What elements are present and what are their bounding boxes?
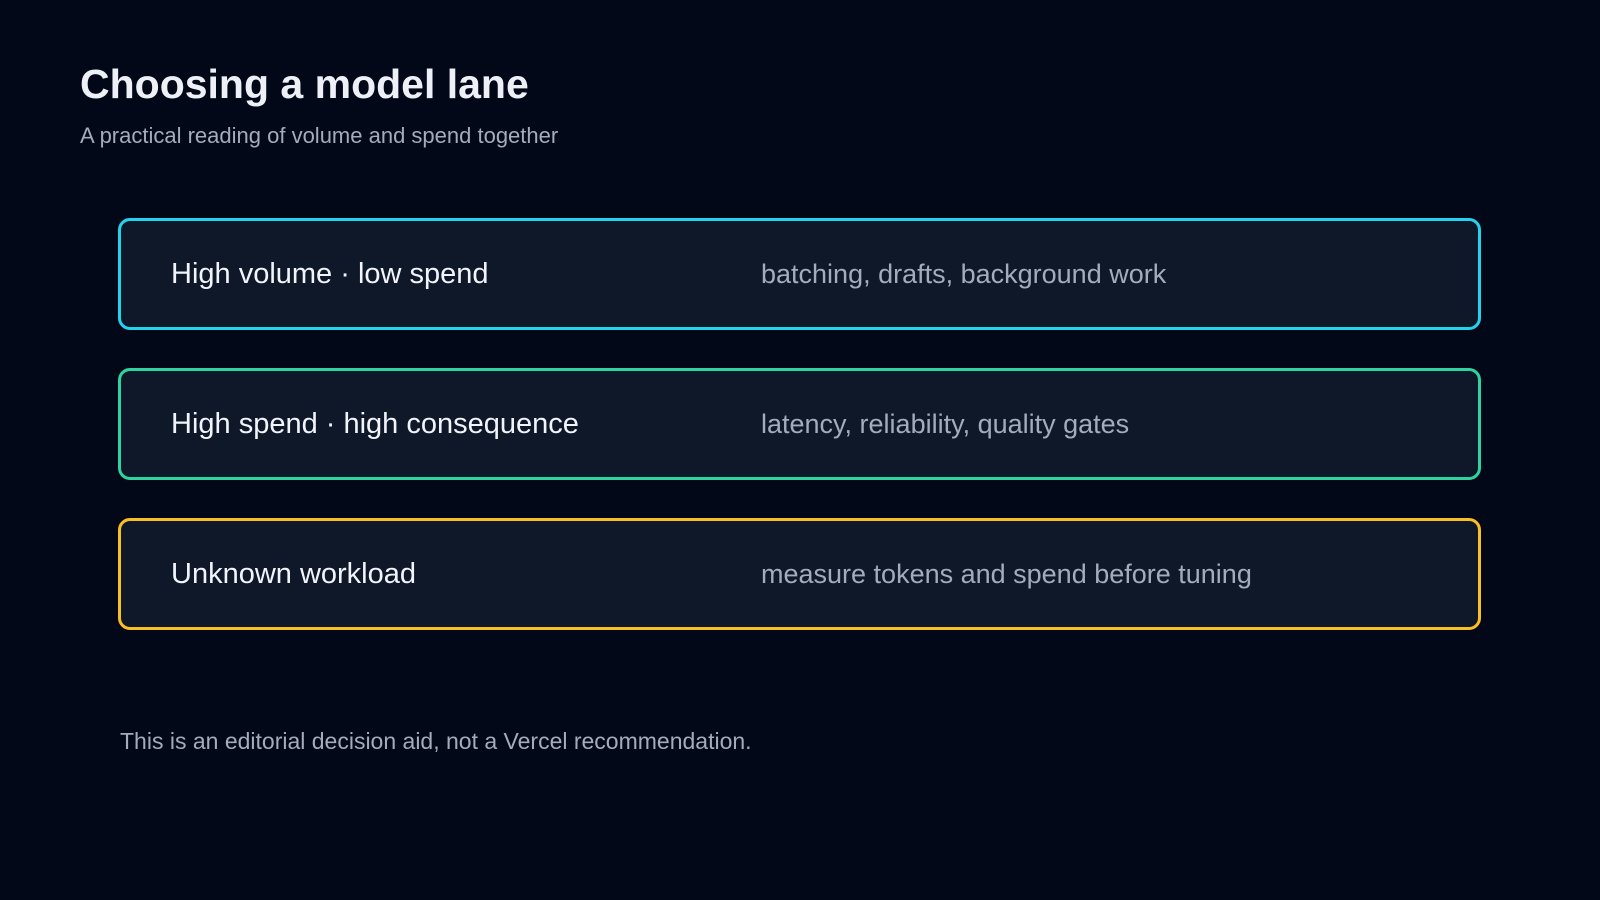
page-subtitle: A practical reading of volume and spend … xyxy=(80,123,559,148)
lane-description: measure tokens and spend before tuning xyxy=(761,558,1252,589)
lane-list: High volume · low spend batching, drafts… xyxy=(118,218,1481,668)
footnote: This is an editorial decision aid, not a… xyxy=(120,728,752,754)
lane-description: batching, drafts, background work xyxy=(761,258,1167,289)
lane-description: latency, reliability, quality gates xyxy=(761,408,1130,439)
lane-label: High spend · high consequence xyxy=(171,407,579,440)
page-title: Choosing a model lane xyxy=(80,61,529,107)
lane-label: Unknown workload xyxy=(171,557,417,590)
lane-card-unknown-workload: Unknown workload measure tokens and spen… xyxy=(118,518,1481,630)
lane-card-high-spend: High spend · high consequence latency, r… xyxy=(118,368,1481,480)
lane-card-high-volume: High volume · low spend batching, drafts… xyxy=(118,218,1481,330)
lane-label: High volume · low spend xyxy=(171,257,489,290)
